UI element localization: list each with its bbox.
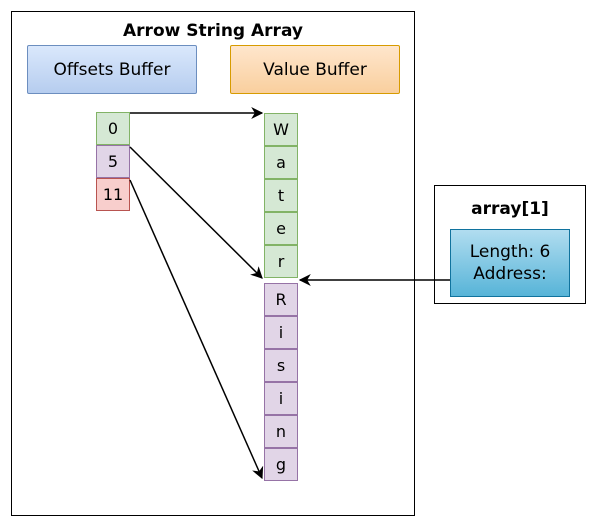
offsets-buffer-box: Offsets Buffer	[27, 45, 197, 94]
offset-11-arrow	[129, 179, 264, 480]
offset-cell: 11	[96, 178, 130, 211]
offset-cell: 0	[96, 112, 130, 145]
address-label: Address:	[473, 264, 547, 284]
offsets-buffer-label: Offsets Buffer	[53, 59, 171, 80]
string-view-struct: Length: 6 Address:	[450, 229, 570, 297]
value-char-cell: n	[264, 415, 298, 448]
value-char-cell: a	[264, 146, 298, 179]
value-char-cell: t	[264, 179, 298, 212]
array-element-title: array[1]	[471, 199, 549, 219]
arrow-string-array-container	[11, 11, 415, 516]
value-char-cell: e	[264, 212, 298, 245]
offset-5-arrow	[129, 146, 263, 279]
value-char-cell: i	[264, 382, 298, 415]
value-char-cell: s	[264, 349, 298, 382]
value-char-cell: i	[264, 316, 298, 349]
value-buffer-box: Value Buffer	[230, 45, 400, 94]
diagram-title: Arrow String Array	[123, 21, 303, 41]
offset-cell: 5	[96, 145, 130, 178]
value-char-cell: g	[264, 448, 298, 481]
value-buffer-label: Value Buffer	[263, 59, 367, 80]
length-label: Length: 6	[469, 242, 551, 262]
value-char-cell: W	[264, 113, 298, 146]
value-char-cell: r	[264, 245, 298, 278]
value-char-cell: R	[264, 283, 298, 316]
